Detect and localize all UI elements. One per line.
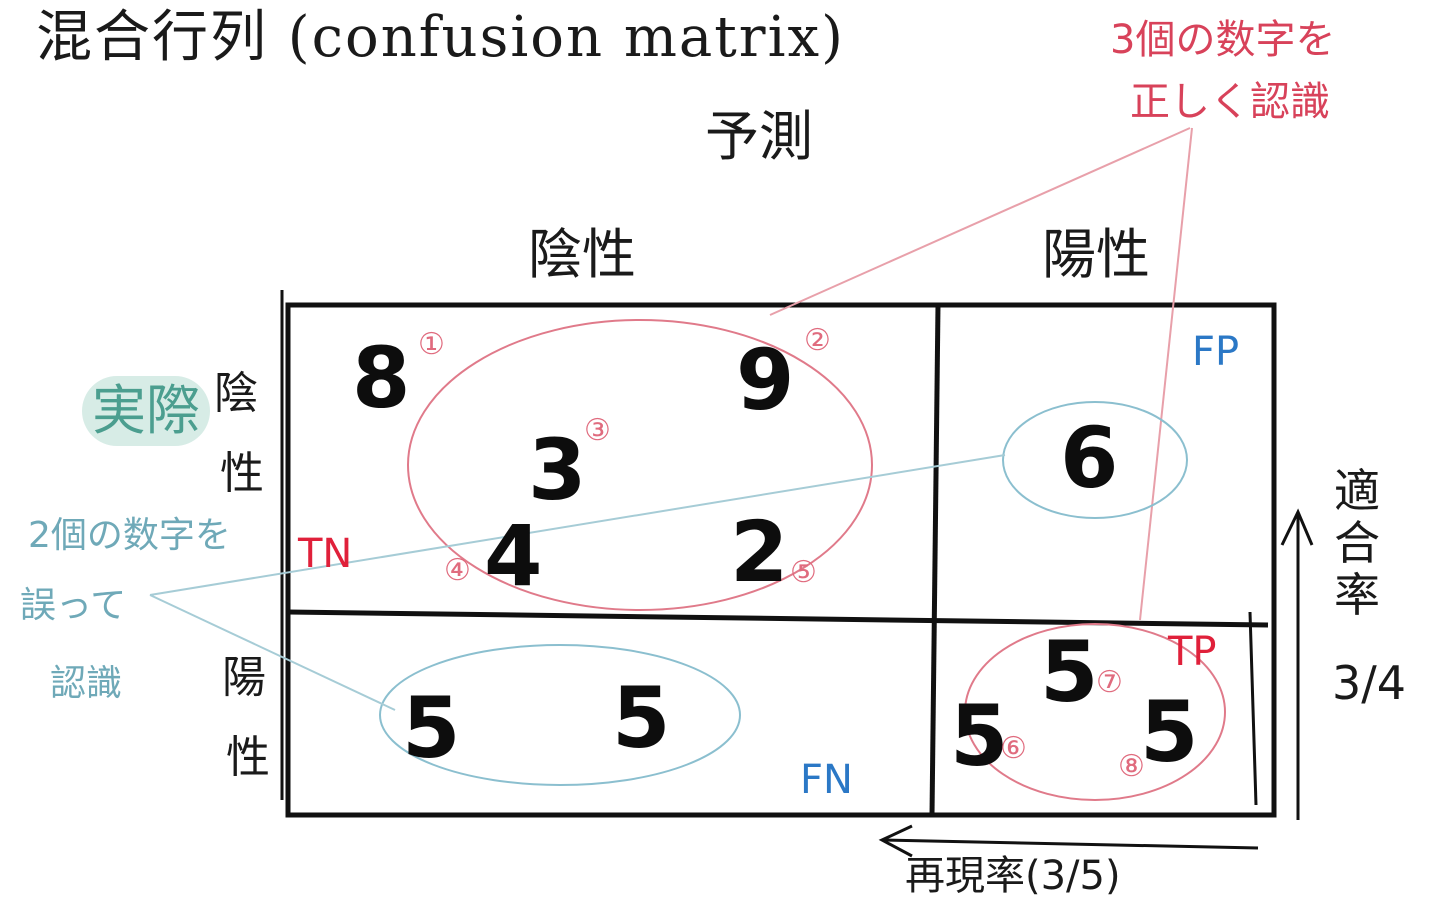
wrong-note-line-1: 2個の数字を xyxy=(28,515,231,556)
tn-order-mark: ③ xyxy=(584,413,611,448)
diagram-title: 混合行列 (confusion matrix) xyxy=(36,5,845,70)
correct-note-pointer-2 xyxy=(1139,127,1193,621)
actual-label: 実際 xyxy=(82,376,210,446)
tn-order-mark: ④ xyxy=(444,553,471,588)
tp-order-mark: ⑧ xyxy=(1118,749,1145,784)
precision-label-char-2: 合 xyxy=(1334,516,1380,570)
fp-wrong-ellipse xyxy=(1002,401,1188,519)
fn-digit: 5 xyxy=(402,679,461,777)
recall-arrow-head xyxy=(878,824,913,858)
row-header-negative-1: 陰 xyxy=(214,368,258,419)
tn-digit: 3 xyxy=(528,421,587,519)
fn-digit: 5 xyxy=(612,669,671,767)
tp-correct-ellipse xyxy=(964,623,1226,801)
precision-value: 3/4 xyxy=(1332,656,1407,710)
tp-cell-border xyxy=(1248,611,1258,806)
tp-digit: 5 xyxy=(1040,623,1099,721)
column-header-positive: 陽性 xyxy=(1042,223,1150,286)
wrong-note-line-3: 認識 xyxy=(50,663,123,704)
fp-digit: 6 xyxy=(1060,409,1119,507)
tn-abbr: TN xyxy=(298,531,353,577)
tn-order-mark: ① xyxy=(418,327,445,362)
tp-order-mark: ⑥ xyxy=(1000,731,1027,766)
tp-digit: 5 xyxy=(1140,683,1199,781)
tp-order-mark: ⑦ xyxy=(1096,665,1123,700)
row-header-negative-2: 性 xyxy=(220,448,264,499)
tn-digit: 4 xyxy=(484,507,543,605)
recall-arrow-shaft xyxy=(881,838,1259,850)
fn-wrong-ellipse xyxy=(379,644,741,786)
matrix-row-divider xyxy=(287,609,1269,628)
wrong-note-line-2: 誤って xyxy=(20,585,127,626)
tn-correct-ellipse xyxy=(407,319,873,611)
predicted-label: 予測 xyxy=(705,105,813,168)
correct-note-line-1: 3個の数字を xyxy=(1110,17,1336,63)
tn-order-mark: ② xyxy=(804,323,831,358)
row-header-positive-1: 陽 xyxy=(222,652,266,703)
matrix-frame xyxy=(285,302,1277,818)
precision-label-char-3: 率 xyxy=(1334,568,1380,622)
correct-note-pointer-1 xyxy=(769,127,1191,316)
tn-digit: 9 xyxy=(736,331,795,429)
correct-note-line-2: 正しく認識 xyxy=(1130,79,1330,125)
column-header-negative: 陰性 xyxy=(528,223,636,286)
tn-order-mark: ⑤ xyxy=(790,555,817,590)
tn-digit: 2 xyxy=(730,503,789,601)
matrix-col-divider xyxy=(929,304,941,816)
fn-abbr: FN xyxy=(800,757,853,803)
wrong-note-pointer-2 xyxy=(149,594,396,711)
tn-digit: 8 xyxy=(352,329,411,427)
recall-label: 再現率(3/5) xyxy=(905,853,1121,899)
row-header-positive-2: 性 xyxy=(226,732,270,783)
precision-arrow-head xyxy=(1280,508,1314,546)
wrong-note-pointer-1 xyxy=(149,454,1006,596)
precision-label-char-1: 適 xyxy=(1334,464,1380,518)
tp-abbr: TP xyxy=(1168,629,1217,675)
tp-digit: 5 xyxy=(950,687,1009,785)
fp-abbr: FP xyxy=(1192,329,1240,375)
